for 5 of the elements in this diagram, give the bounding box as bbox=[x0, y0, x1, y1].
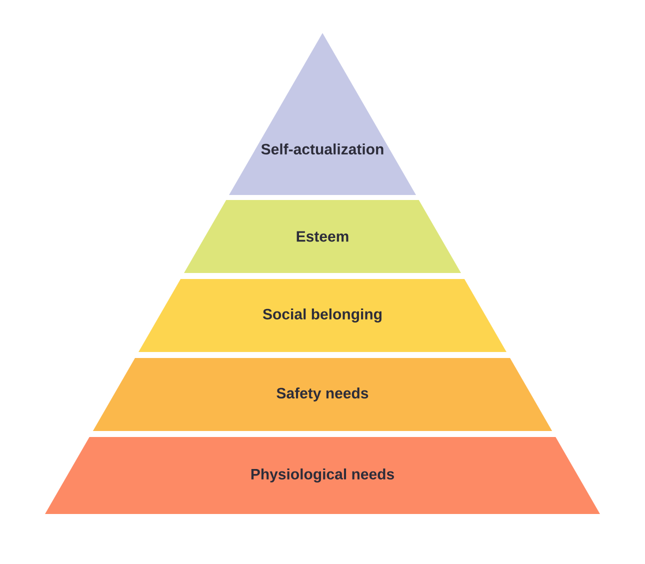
pyramid-layer: Social belonging bbox=[138, 278, 506, 352]
pyramid-layer: Safety needs bbox=[92, 358, 552, 431]
pyramid-layer: Esteem bbox=[184, 200, 461, 273]
pyramid-layer: Physiological needs bbox=[45, 436, 600, 514]
pyramid-layer: Self-actualization bbox=[229, 33, 416, 195]
